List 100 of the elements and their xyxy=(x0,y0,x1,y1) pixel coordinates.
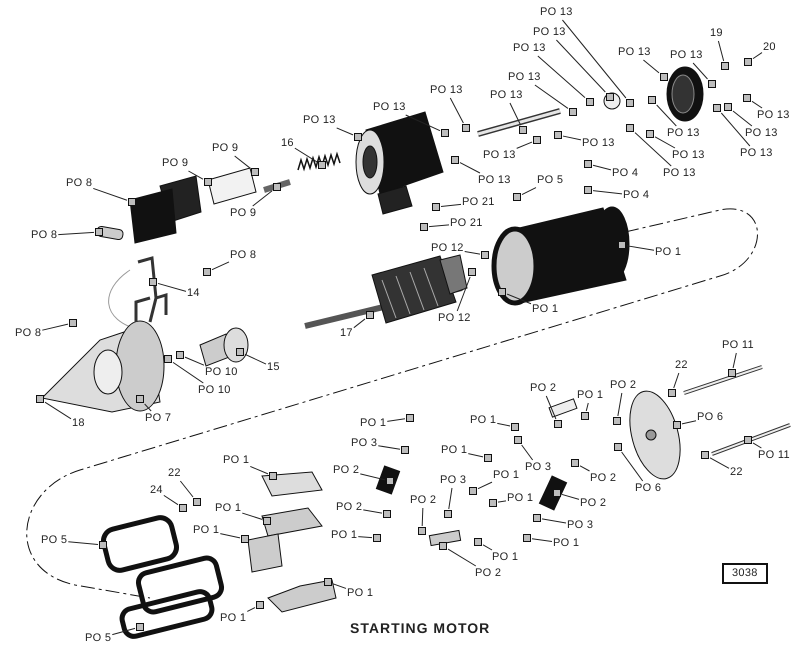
callout-number: PO 2 xyxy=(610,379,636,392)
small-part-drawing xyxy=(204,178,212,186)
leader-line xyxy=(294,148,318,162)
leader-line xyxy=(478,482,492,490)
small-part-drawing xyxy=(701,451,709,459)
leader-line xyxy=(718,40,724,62)
leader-line xyxy=(710,457,730,469)
small-part-drawing xyxy=(553,489,561,497)
callout-number: PO 1 xyxy=(347,587,374,600)
small-part-drawing xyxy=(484,454,492,462)
small-part-drawing xyxy=(523,534,531,542)
callout-number: PO 1 xyxy=(655,246,682,259)
leader-line xyxy=(506,294,532,304)
leader-line xyxy=(534,84,568,109)
callout-number: PO 13 xyxy=(508,71,541,84)
leader-line xyxy=(440,204,462,207)
callout-number: PO 1 xyxy=(470,414,496,427)
small-part-drawing xyxy=(149,278,157,286)
leader-line xyxy=(332,583,346,589)
small-part-drawing xyxy=(519,126,527,134)
callout-number: PO 1 xyxy=(331,529,358,542)
small-part-drawing xyxy=(533,136,541,144)
small-part-drawing xyxy=(263,517,271,525)
small-part-drawing xyxy=(569,108,577,116)
small-part-drawing xyxy=(584,160,592,168)
callout-number: 16 xyxy=(281,137,294,150)
small-part-drawing xyxy=(744,436,752,444)
callout-number: PO 5 xyxy=(85,632,112,645)
small-part-drawing xyxy=(626,99,634,107)
small-part-drawing xyxy=(660,73,668,81)
leader-line xyxy=(244,354,266,365)
leader-line xyxy=(112,628,136,636)
leader-line xyxy=(656,104,677,126)
leader-line xyxy=(68,541,98,546)
leader-line xyxy=(163,494,178,506)
callout-number: 15 xyxy=(267,361,280,374)
callout-number: PO 1 xyxy=(492,551,518,564)
small-part-drawing xyxy=(648,96,656,104)
callout-number: PO 2 xyxy=(590,472,616,485)
callout-number: PO 2 xyxy=(410,494,436,507)
small-part-drawing xyxy=(36,395,44,403)
small-part-drawing xyxy=(176,351,184,359)
leader-line xyxy=(546,396,556,420)
leader-line xyxy=(234,156,250,169)
callout-number: PO 13 xyxy=(670,49,703,62)
small-part-drawing xyxy=(99,541,107,549)
leader-line xyxy=(498,500,506,503)
small-part-drawing xyxy=(432,203,440,211)
callout-number: PO 13 xyxy=(582,137,615,150)
callout-number: PO 21 xyxy=(450,217,483,230)
small-part-drawing xyxy=(626,124,634,132)
leader-line xyxy=(521,444,534,460)
small-part-drawing xyxy=(420,223,428,231)
small-part-drawing xyxy=(554,131,562,139)
callout-number: PO 13 xyxy=(430,84,463,97)
callout-number: PO 13 xyxy=(618,46,651,59)
small-part-drawing xyxy=(646,130,654,138)
leader-line xyxy=(673,372,680,388)
callout-number: PO 13 xyxy=(663,167,696,180)
small-part-drawing xyxy=(743,94,751,102)
small-part-drawing xyxy=(128,198,136,206)
leader-line xyxy=(422,508,424,526)
callout-number: PO 13 xyxy=(483,149,516,162)
callout-number: 22 xyxy=(168,467,181,480)
leader-line xyxy=(158,282,186,292)
callout-number: PO 5 xyxy=(41,534,68,547)
leader-line xyxy=(592,190,622,194)
callout-number: PO 1 xyxy=(220,612,246,625)
small-part-drawing xyxy=(469,487,477,495)
callout-number: PO 1 xyxy=(441,444,468,457)
leader-line xyxy=(180,480,194,498)
callout-number: 14 xyxy=(187,287,200,300)
leader-line xyxy=(92,188,128,201)
leader-line xyxy=(542,518,566,524)
small-part-drawing xyxy=(514,436,522,444)
leader-line xyxy=(362,509,382,514)
leader-line xyxy=(188,170,204,180)
small-part-drawing xyxy=(581,412,589,420)
callout-number: 18 xyxy=(72,417,85,430)
small-part-drawing xyxy=(451,156,459,164)
callout-number: PO 6 xyxy=(697,411,724,424)
leader-line xyxy=(184,356,204,366)
small-part-drawing xyxy=(373,534,381,542)
leader-line xyxy=(172,362,204,384)
leader-line xyxy=(496,422,510,426)
callout-number: PO 1 xyxy=(193,524,220,537)
leader-line xyxy=(482,544,492,550)
small-part-drawing xyxy=(418,527,426,535)
leader-line xyxy=(42,324,68,331)
leader-line xyxy=(456,276,471,312)
callout-number: PO 3 xyxy=(351,437,378,450)
small-part-drawing xyxy=(386,477,394,485)
leader-line xyxy=(252,190,272,206)
small-part-drawing xyxy=(498,288,506,296)
callout-number: PO 11 xyxy=(722,339,754,352)
leader-line xyxy=(448,548,476,566)
callout-number: PO 1 xyxy=(360,417,386,430)
callout-number: PO 2 xyxy=(580,497,606,510)
leader-line xyxy=(586,402,589,412)
callout-number: PO 8 xyxy=(66,177,92,190)
